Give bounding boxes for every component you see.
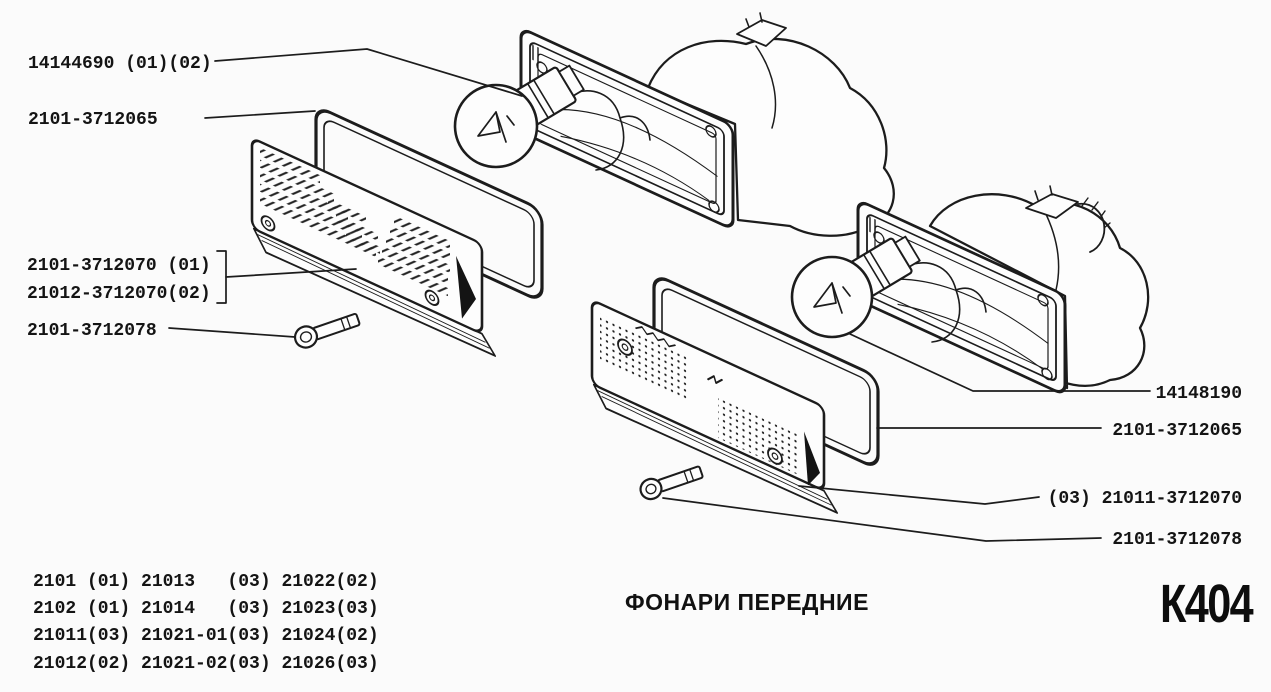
applicability-row: 2102 (01) 21014 (03) 21023(03) [33,599,379,619]
left-lamp-screw-drawing [293,312,361,349]
callout-gasket-right: 2101-3712065 [1112,421,1242,441]
right-lamp-lens-drawing [590,301,838,514]
left-lamp-bulb-drawing [453,64,585,169]
callout-gasket-left: 2101-3712065 [28,110,158,130]
callout-lens-right: (03) 21011-3712070 [1047,489,1242,509]
leader-lines [168,48,1151,542]
callout-screw-right: 2101-3712078 [1112,530,1242,550]
right-lamp-bulb-drawing [790,235,921,339]
applicability-row: 2101 (01) 21013 (03) 21022(02) [33,572,379,592]
applicability-row: 21012(02) 21021-02(03) 21026(03) [33,654,379,674]
applicability-row: 21011(03) 21021-01(03) 21024(02) [33,626,379,646]
page-code: К404 [1160,574,1254,634]
variant-bracket [216,250,227,304]
right-lamp-screw-drawing [639,465,704,501]
left-lamp-housing-drawing [519,12,895,237]
callout-bulb-left: 14144690 (01)(02) [28,54,212,74]
callout-screw-left: 2101-3712078 [27,321,157,341]
callout-lens-left-variant2: 21012-3712070(02) [27,284,211,304]
callout-bulb-right: 14148190 [1155,384,1242,404]
right-lamp-housing-drawing [856,185,1150,394]
drawing-caption: ФОНАРИ ПЕРЕДНИЕ [625,589,869,615]
left-lamp-lens-drawing [250,139,496,357]
callout-lens-left-variant1: 2101-3712070 (01) [27,256,211,276]
